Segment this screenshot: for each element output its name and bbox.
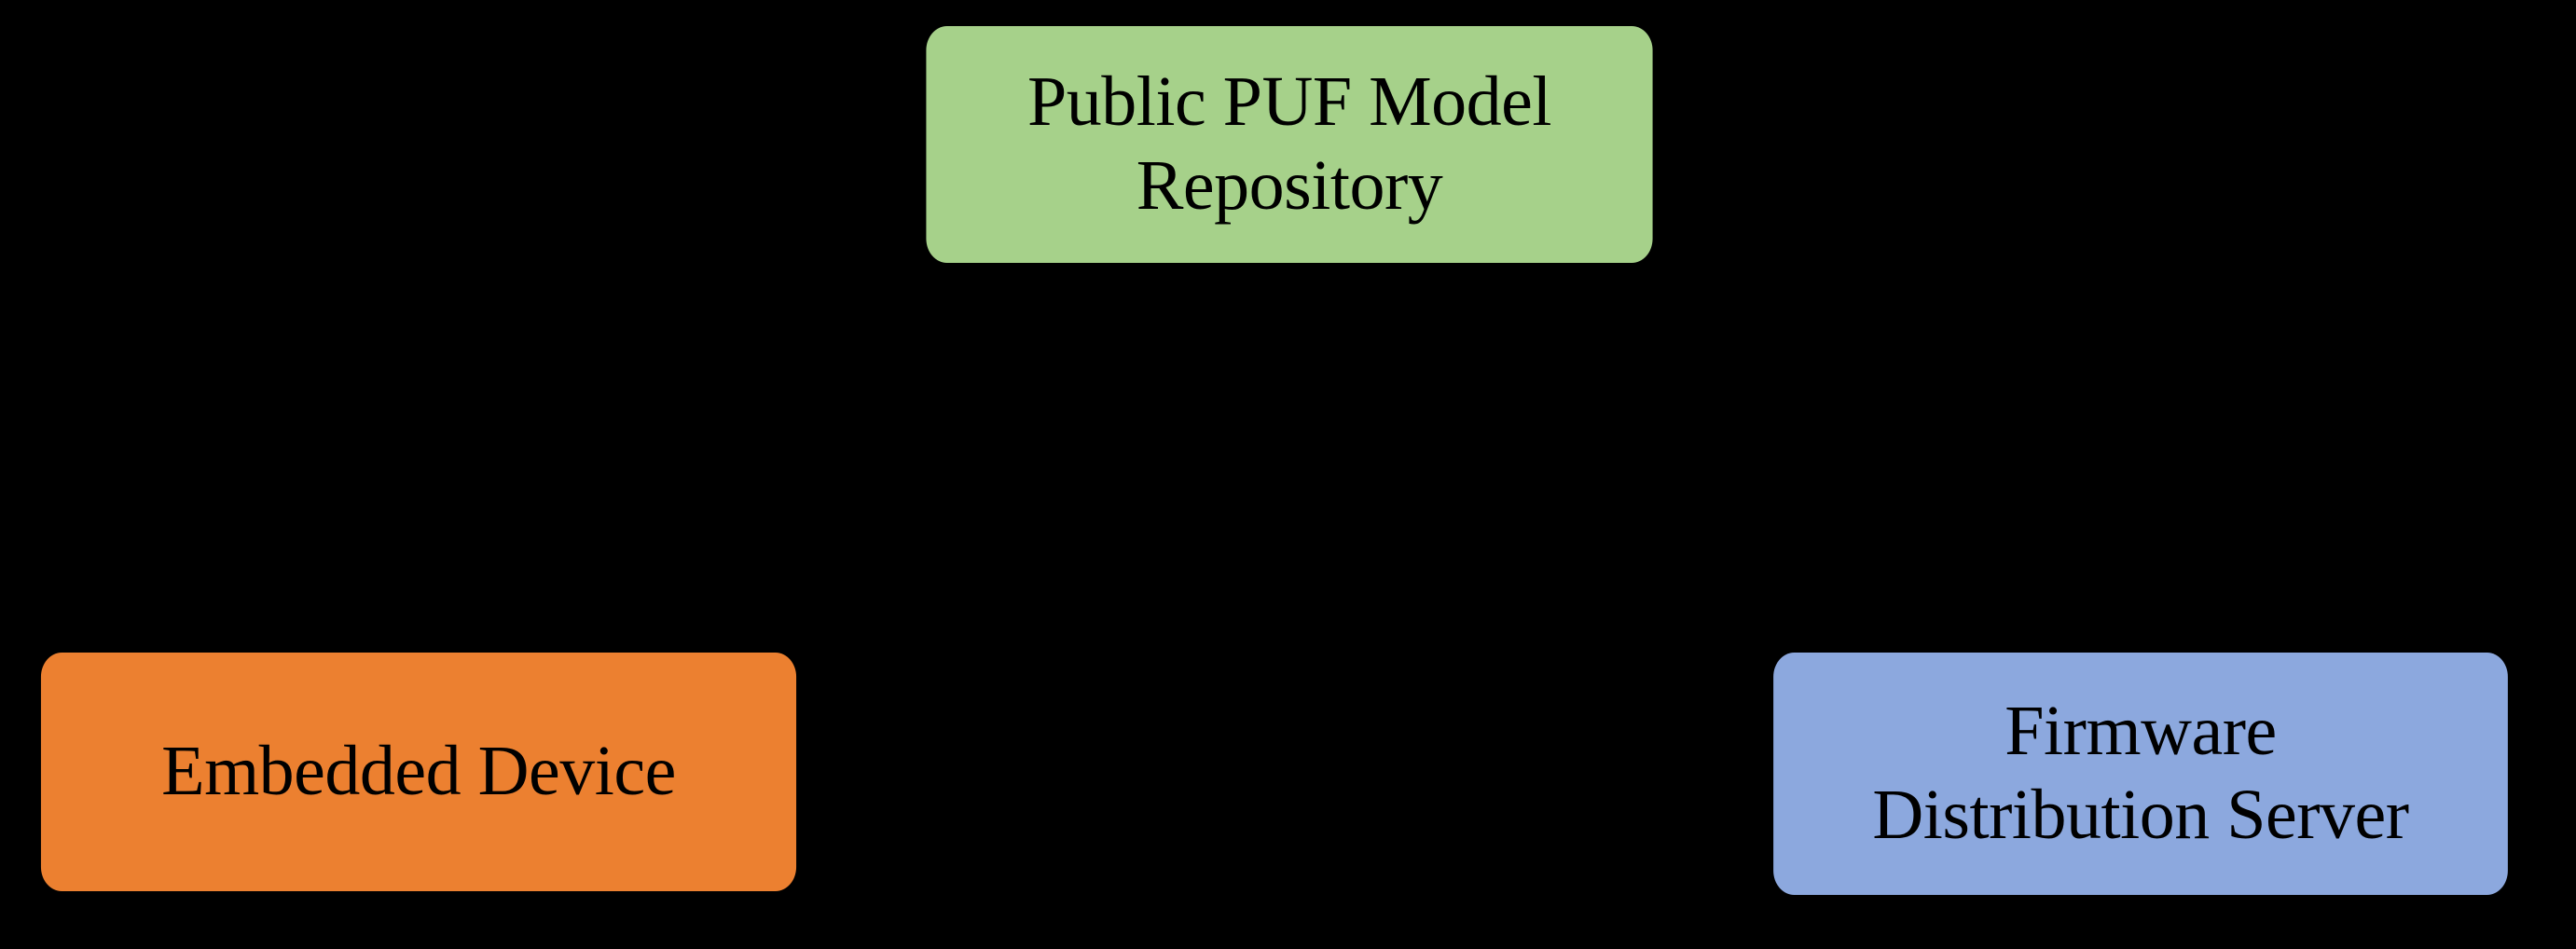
connector-device-to-server: [856, 770, 1714, 774]
node-embedded-device[interactable]: Embedded Device: [40, 653, 797, 891]
node-firmware-distribution-server[interactable]: Firmware Distribution Server: [1773, 653, 2508, 895]
node-label-server: Firmware Distribution Server: [1872, 692, 2409, 854]
node-public-puf-model-repository[interactable]: Public PUF Model Repository: [926, 26, 1653, 263]
node-label-device: Embedded Device: [161, 732, 676, 811]
connector-repository-to-device: [448, 263, 452, 632]
node-label-repository: Public PUF Model Repository: [1026, 62, 1552, 225]
connector-repository-to-server: [2121, 263, 2125, 632]
